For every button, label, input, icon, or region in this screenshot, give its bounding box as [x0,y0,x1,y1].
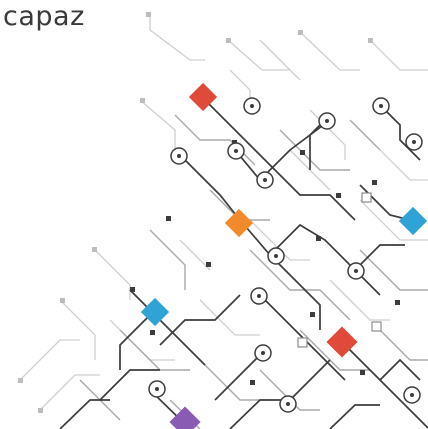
outlined-box-nodes [297,192,382,348]
blue-diamond-left [140,297,170,327]
light-square-nodes [18,12,373,413]
red-diamond-bottom [326,326,358,358]
light-traces [19,14,428,411]
orange-diamond [224,208,254,238]
ring-nodes [148,97,423,413]
blue-diamond-right [398,206,428,236]
square-nodes [130,140,400,385]
caption-text: capaz [3,1,85,32]
dark-traces [59,99,428,429]
purple-diamond [169,406,201,429]
ring-centers [155,104,416,406]
